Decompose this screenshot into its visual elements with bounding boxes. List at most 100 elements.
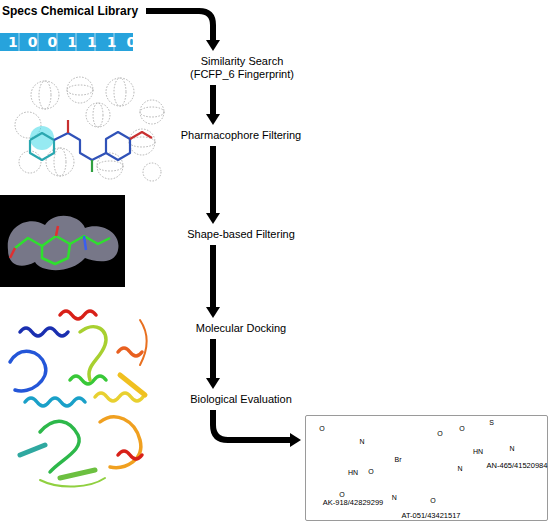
protein-ribbon-part: [120, 375, 145, 395]
pharmacophore-model-part-part: [86, 103, 110, 127]
arrow-head: [206, 213, 220, 224]
arrow-head: [290, 433, 301, 447]
step-text: Pharmacophore Filtering: [180, 129, 302, 142]
protein-ribbon-part: [60, 311, 96, 319]
flow-arrow: [206, 339, 220, 389]
step-text: Biological Evaluation: [180, 393, 302, 406]
flow-arrow: [206, 146, 220, 224]
step-label: Molecular Docking: [180, 322, 302, 335]
pharmacophore-model-part-part: [67, 120, 69, 133]
protein-ribbon-part: [20, 328, 68, 336]
protein-ribbon-part: [20, 445, 45, 455]
pharmacophore-model-part-part: [67, 77, 93, 103]
pharmacophore-model-part-part: [140, 100, 164, 124]
shape-query-part-part: [42, 244, 70, 264]
shape-query-part-part: [15, 236, 110, 248]
atom-label: O: [459, 425, 465, 432]
compound-id: AT-051/43421517: [386, 511, 476, 520]
pharmacophore-model-part-part: [143, 163, 161, 181]
arrow-head: [206, 378, 220, 389]
step-text: Specs Chemical Library: [2, 4, 142, 18]
step-label: Shape-based Filtering: [180, 228, 302, 241]
atom-label: O: [430, 497, 436, 504]
flow-arrow: [206, 85, 220, 125]
pharmacophore-model-part-part: [54, 133, 106, 160]
arrow-head: [206, 40, 220, 51]
step-text: Molecular Docking: [180, 322, 302, 335]
atom-label: HN: [472, 448, 483, 455]
shape-query: [0, 195, 125, 287]
step-label: Biological Evaluation: [180, 393, 302, 406]
arrow-shaft: [146, 11, 213, 41]
pharmacophore-model-part-part: [54, 148, 66, 176]
arrow-shaft: [210, 339, 216, 379]
shape-query-part-part: [56, 226, 58, 236]
protein-ribbon-part: [140, 320, 147, 365]
fingerprint-bits: 1001110: [0, 33, 133, 51]
arrow-shaft: [210, 85, 216, 115]
pharmacophore-model-part-part: [31, 81, 59, 109]
pharmacophore-model-part-part: [140, 107, 164, 117]
pharmacophore-model-part-part: [106, 132, 130, 160]
atom-label: O: [368, 468, 374, 475]
shape-query-part-part: [10, 248, 15, 258]
atom-label: HN: [347, 469, 358, 476]
fingerprint-bar: [0, 33, 133, 51]
flow-arrow: [213, 410, 301, 447]
arrow-shaft: [210, 245, 216, 308]
arrow-head: [206, 114, 220, 125]
fingerprint-bar-part: [0, 33, 133, 51]
protein-ribbon-part: [118, 348, 142, 356]
shape-query-part: [0, 195, 125, 287]
protein-ribbon-part: [60, 470, 95, 478]
pharmacophore-model-part: [30, 120, 152, 172]
pharmacophore-model-part-part: [97, 161, 123, 171]
pharmacophore-model-part-part: [129, 129, 155, 155]
step-text: Shape-based Filtering: [180, 228, 302, 241]
atom-label: O: [437, 430, 443, 437]
pharmacophore-model-part-part: [97, 153, 123, 179]
pharmacophore-model-part-part: [130, 132, 152, 139]
arrow-head: [206, 307, 220, 318]
pharmacophore-model-part: [15, 77, 164, 181]
pharmacophore-model-part-part: [67, 85, 93, 95]
pharmacophore-model-part-part: [30, 133, 54, 160]
result-box: AK-918/42829299 AN-465/41520984AT-051/434…: [305, 415, 548, 521]
atom-label: S: [489, 418, 495, 425]
pharmacophore-model-part-part: [91, 160, 93, 172]
protein-ribbon-part: [40, 478, 105, 487]
pharmacophore-model-part-part: [106, 78, 134, 106]
pharmacophore-model: [15, 77, 164, 181]
shape-query-part-part: [84, 236, 86, 250]
pharmacophore-model-part-part: [93, 103, 103, 127]
protein-ribbon-part: [95, 393, 143, 401]
pharmacophore-model-part-part: [39, 81, 51, 109]
pharmacophore-model-part-part: [46, 148, 74, 176]
protein-ribbon-part: [80, 327, 106, 380]
shape-query-part: [10, 226, 110, 264]
protein-ribbon-part: [25, 398, 85, 406]
shape-query-part: [8, 216, 119, 270]
protein-ribbon-part: [118, 451, 142, 459]
compound-id: AN-465/41520984: [485, 461, 549, 470]
pharmacophore-model-part-part: [114, 78, 126, 106]
pharmacophore-model-part-part: [19, 151, 41, 173]
protein-ribbon: [10, 311, 147, 487]
atom-label: O: [319, 425, 325, 432]
source-library: Specs Chemical Library: [2, 4, 142, 18]
arrow-shaft: [210, 146, 216, 214]
atom-label: Br: [394, 456, 402, 463]
atom-label: O: [339, 490, 345, 497]
step-label: Similarity Search (FCFP_6 Fingerprint): [188, 55, 296, 81]
flow-arrow: [146, 11, 220, 51]
protein-ribbon-part: [10, 351, 46, 391]
step-label: Pharmacophore Filtering: [180, 129, 302, 142]
step-text: Similarity Search (FCFP_6 Fingerprint): [188, 55, 296, 81]
atom-label: N: [359, 438, 365, 445]
arrow-shaft: [213, 410, 291, 440]
atom-label: N: [509, 445, 515, 452]
compound-id: AK-918/42829299: [309, 498, 397, 507]
flow-arrow: [206, 245, 220, 318]
